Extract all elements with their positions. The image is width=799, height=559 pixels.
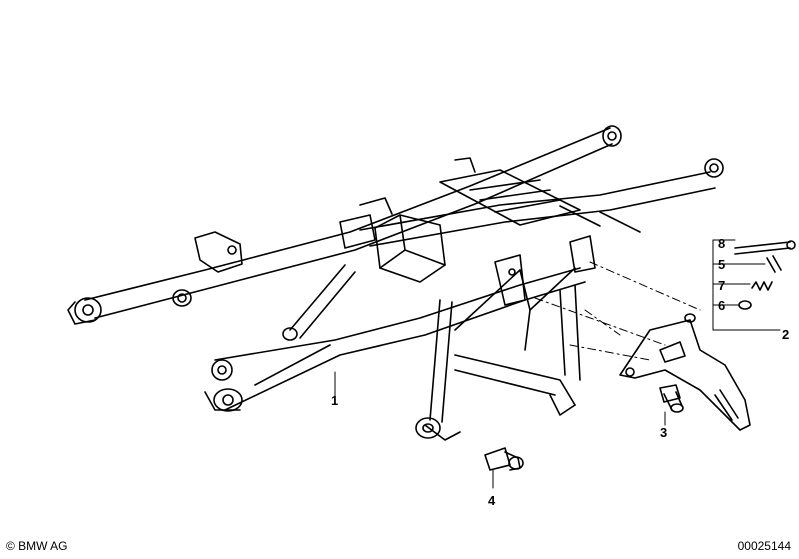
callout-3: 3: [660, 425, 667, 440]
callout-5: 5: [718, 257, 725, 272]
callout-1: 1: [331, 393, 338, 408]
center-bracket: [339, 214, 446, 283]
washer-6: [738, 300, 752, 310]
bolt-3: [659, 384, 684, 413]
left-upper-rail: [67, 125, 622, 325]
callout-2: 2: [782, 327, 789, 342]
pin-8: [734, 240, 796, 255]
clip-5: [766, 255, 782, 273]
callout-6: 6: [718, 298, 725, 313]
right-upper-rail: [359, 158, 724, 247]
lower-frame-tube: [204, 267, 586, 412]
bolt-4: [484, 447, 524, 471]
leader-lines: [534, 261, 701, 361]
copyright-notice: © BMW AG: [6, 539, 68, 553]
callout-leaders: [334, 239, 781, 489]
diagonal-strut: [282, 264, 356, 341]
support-legs: [415, 235, 596, 441]
callout-7: 7: [718, 278, 725, 293]
spring-7: [751, 281, 773, 291]
callout-4: 4: [488, 493, 496, 508]
bracket-plate: [619, 313, 751, 431]
document-number: 00025144: [737, 539, 791, 553]
callout-8: 8: [718, 236, 725, 251]
cross-member-plate: [359, 157, 581, 226]
